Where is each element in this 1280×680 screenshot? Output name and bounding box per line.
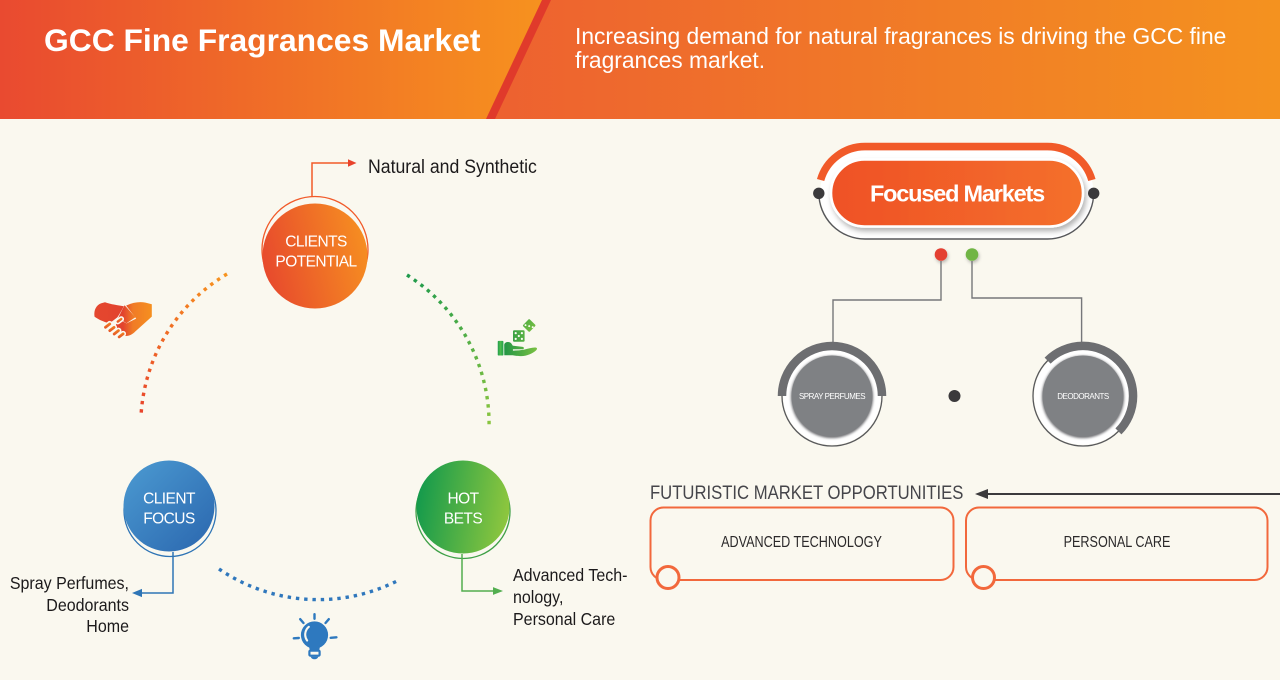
svg-text:POTENTIAL: POTENTIAL <box>275 254 357 271</box>
svg-text:HOT: HOT <box>447 491 479 508</box>
svg-text:BETS: BETS <box>444 511 482 528</box>
svg-text:Focused Markets: Focused Markets <box>870 181 1045 207</box>
svg-text:CLIENT: CLIENT <box>143 491 196 508</box>
svg-text:SPRAY PERFUMES: SPRAY PERFUMES <box>799 392 865 401</box>
svg-text:CLIENTS: CLIENTS <box>285 234 347 251</box>
svg-text:DEODORANTS: DEODORANTS <box>1057 392 1109 401</box>
svg-text:FOCUS: FOCUS <box>143 511 195 528</box>
